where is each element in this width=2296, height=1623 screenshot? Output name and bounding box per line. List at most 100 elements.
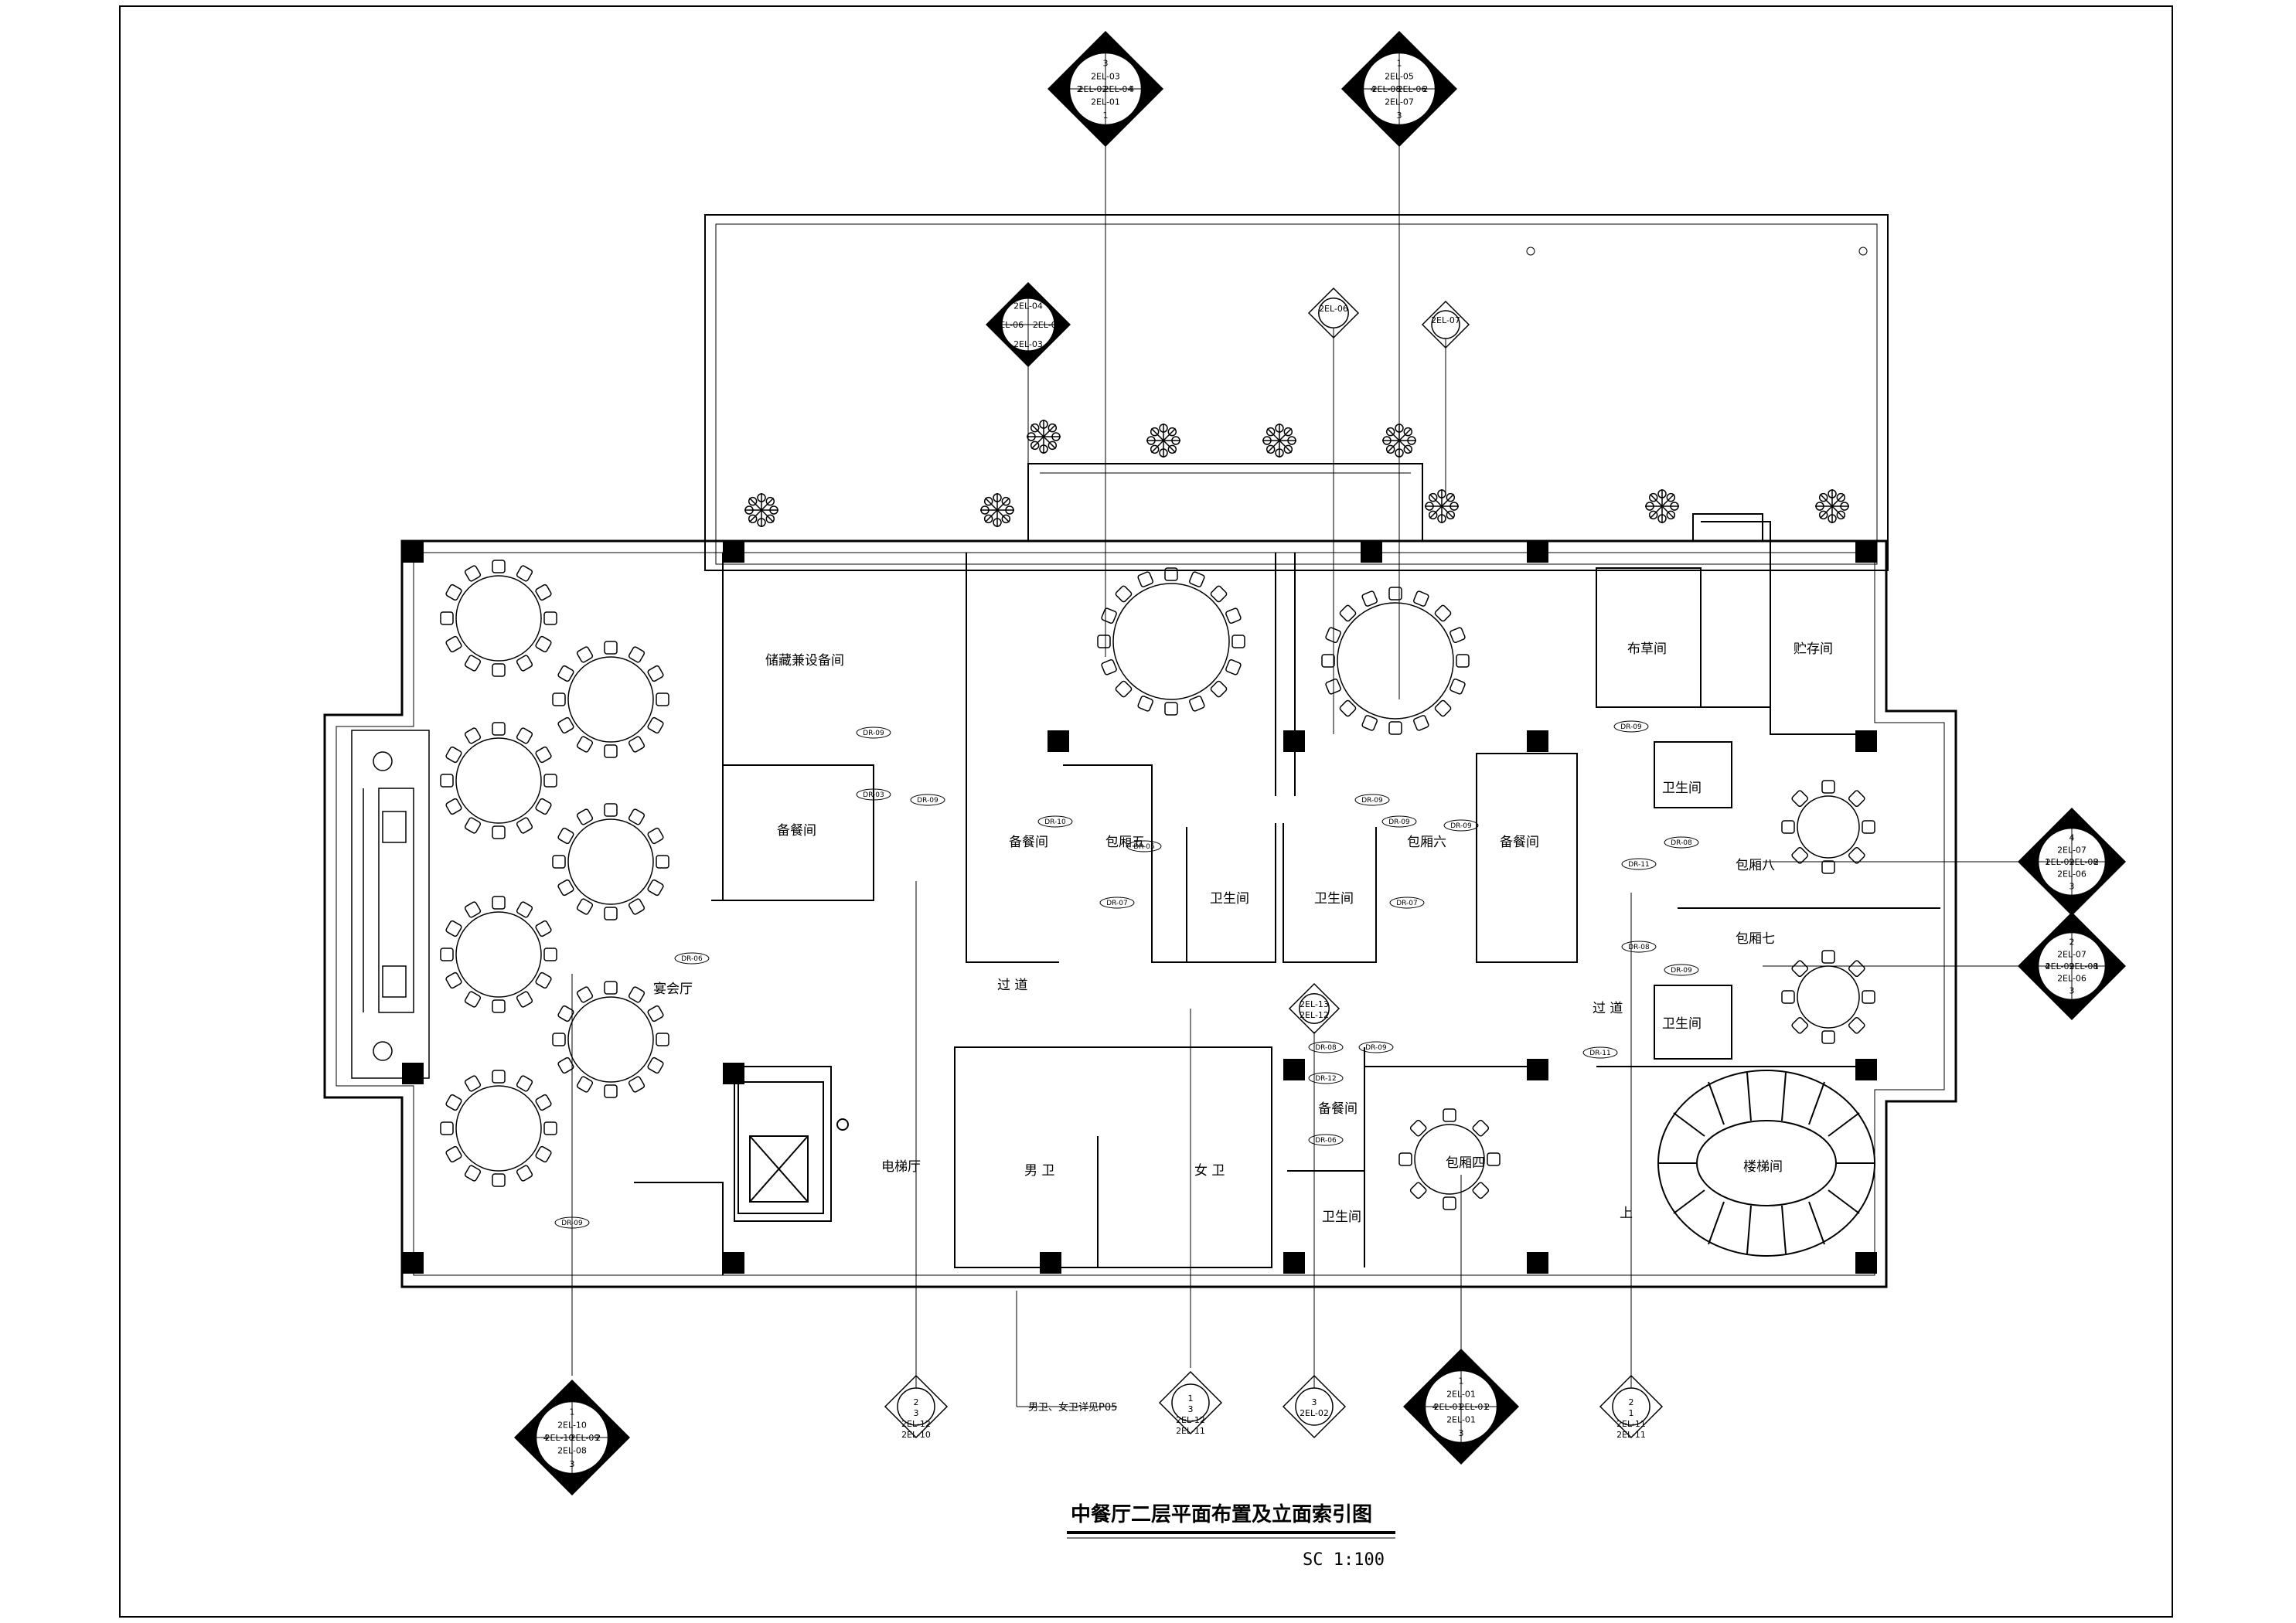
door-tag-label: DR-09 (863, 730, 884, 737)
index-marker-label: 2 (2093, 857, 2099, 867)
tree (980, 493, 1014, 527)
door-tag-label: DR-09 (1620, 723, 1642, 731)
index-marker-label: 4 (1129, 84, 1134, 94)
tree (1146, 424, 1180, 458)
index-marker-label: 2EL-13 (1300, 999, 1329, 1009)
banquet-table (440, 1070, 557, 1187)
index-marker-label: 2EL-06 (1319, 304, 1348, 314)
door-tag-label: DR-03 (863, 791, 884, 799)
door-tag-label: DR-09 (917, 797, 938, 805)
door-tag: DR-08 (1664, 836, 1699, 849)
door-tags: DR-09DR-03DR-09DR-10DR-05DR-09DR-07DR-09… (554, 720, 1699, 1229)
door-tag: DR-09 (1613, 720, 1649, 733)
room-stair: 楼梯间 (1743, 1159, 1783, 1175)
door-tag: DR-09 (1381, 815, 1417, 828)
index-marker-label: 3 (1459, 1428, 1464, 1438)
index-marker-label: 3 (570, 1459, 575, 1469)
index-marker-label: 4 (543, 1433, 549, 1443)
door-tag-label: DR-08 (1628, 944, 1650, 951)
banquet-table (552, 803, 669, 920)
index-marker-label: 3 (1188, 1404, 1194, 1414)
index-marker-label: 4 (1432, 1402, 1438, 1412)
interior-walls (634, 521, 1940, 1275)
room-private-5: 包厢五 (1105, 835, 1145, 850)
index-marker-label: 2EL-12 (1300, 1010, 1329, 1020)
room-corridor-1: 过 道 (997, 978, 1027, 993)
index-marker-label: 2EL-10 (901, 1430, 931, 1440)
drawing-scale: SC 1:100 (1303, 1550, 1385, 1570)
door-tag-label: DR-09 (561, 1220, 583, 1227)
columns (402, 541, 1877, 1274)
door-tag: DR-09 (1443, 819, 1479, 832)
tree (1262, 424, 1296, 458)
banquet-table (552, 981, 669, 1098)
door-tag-label: DR-06 (1315, 1137, 1337, 1145)
terrace (704, 214, 1889, 571)
index-marker-label: 2EL-08 (2069, 857, 2098, 867)
door-tag: DR-09 (856, 726, 891, 739)
index-marker-label: 2EL-06 (1398, 84, 1427, 94)
door-tag-label: DR-10 (1044, 818, 1066, 826)
door-tag: DR-09 (910, 794, 945, 806)
elevators (738, 1081, 849, 1214)
index-marker-label: 2EL-09 (2046, 961, 2075, 971)
private-table-8 (1781, 780, 1875, 874)
index-marker-label: 1 (1397, 58, 1402, 68)
banquet-table (440, 722, 557, 839)
room-prep-5: 备餐间 (1009, 835, 1048, 850)
elevation-index-markers: 34122EL-032EL-042EL-012EL-0212342EL-052E… (514, 31, 2126, 1495)
index-marker-label: 3 (914, 1408, 919, 1418)
index-marker-label: 2EL-12 (1176, 1415, 1205, 1425)
tree (1815, 489, 1849, 523)
index-marker-label: 2EL-06 (2057, 869, 2086, 879)
room-wc-6: 卫生间 (1314, 891, 1354, 907)
room-wc-5: 卫生间 (1210, 891, 1249, 907)
door-tag-label: DR-09 (1361, 797, 1383, 805)
tree (1027, 420, 1061, 454)
door-tag: DR-09 (554, 1216, 590, 1229)
index-marker-label: 2 (2069, 937, 2075, 948)
index-marker-label: 2 (1629, 1397, 1634, 1407)
tree (744, 493, 778, 527)
reference-lines (571, 89, 2025, 1407)
index-marker-label: 1 (1629, 1408, 1634, 1418)
index-marker-label: 2EL-08 (557, 1446, 587, 1456)
room-prep-6: 备餐间 (1500, 835, 1539, 850)
index-marker-label: 2EL-04 (1013, 301, 1043, 311)
building-outline (323, 463, 1957, 1288)
index-marker-label: 2EL-08 (1372, 84, 1402, 94)
index-marker-label: 4 (1371, 84, 1376, 94)
index-marker-label: 3 (2069, 986, 2075, 996)
index-marker: 2EL-06 (1307, 287, 1360, 339)
index-marker-label: 2EL-11 (1616, 1419, 1646, 1429)
door-tag-label: DR-09 (1671, 967, 1692, 975)
index-marker-label: 2EL-09 (2046, 857, 2075, 867)
index-marker-label: 1 (1103, 111, 1109, 121)
private-room-tables (1097, 567, 1875, 1210)
index-marker-label: 2EL-07 (1385, 97, 1414, 107)
index-marker-label: 4 (2045, 961, 2050, 971)
index-marker-label: 3 (1103, 58, 1109, 68)
door-tag: DR-08 (1621, 941, 1657, 953)
door-tag: DR-08 (1308, 1041, 1344, 1053)
door-tag: DR-07 (1389, 897, 1425, 909)
index-marker-label: 2EL-07 (1431, 315, 1460, 325)
banquet-table (440, 560, 557, 677)
room-linen: 布草间 (1627, 641, 1667, 657)
index-marker: 2EL-07 (1421, 300, 1470, 349)
index-marker-label: 2 (595, 1433, 601, 1443)
private-table-5 (1097, 567, 1245, 716)
door-tag-label: DR-07 (1396, 900, 1418, 907)
room-corridor-2: 过 道 (1593, 1001, 1623, 1016)
index-marker-label: 1 (2045, 857, 2050, 867)
toilet-note: 男卫、女卫详见P05 (1028, 1401, 1117, 1414)
index-marker-label: 2 (914, 1397, 919, 1407)
trees (744, 420, 1849, 527)
index-marker-label: 4 (2069, 833, 2075, 843)
